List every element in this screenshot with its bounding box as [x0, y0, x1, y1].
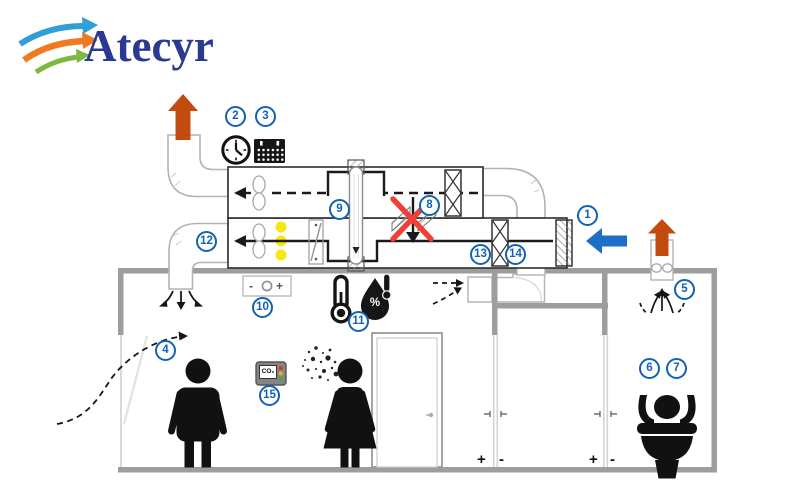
- control-knob: [261, 280, 273, 292]
- logo-swoosh-arrows: [18, 17, 98, 75]
- swoosh-blue-icon: [18, 23, 85, 47]
- supply-diffuser-arrows: [159, 290, 203, 310]
- badge-14: 14: [505, 244, 526, 265]
- toilet-icon: [637, 395, 697, 479]
- interior-door-right: [603, 335, 605, 467]
- roof-wall: [118, 268, 717, 274]
- right-wall: [711, 268, 717, 473]
- clock-icon: [221, 135, 251, 165]
- control-minus-label: -: [249, 279, 253, 293]
- badge-7: 7: [666, 358, 687, 379]
- badge-6: 6: [639, 358, 660, 379]
- aerosol-particles-icon: [302, 346, 339, 381]
- return-grille-icon: [467, 276, 493, 303]
- led-green: [278, 377, 283, 381]
- window-infiltration-arrow: [56, 331, 188, 425]
- pressure-plus-right: +: [589, 451, 598, 468]
- pressure-minus-left: -: [499, 451, 504, 468]
- supply-damper-icon: [308, 219, 324, 265]
- badge-11: 11: [348, 311, 369, 332]
- badge-12: 12: [196, 231, 217, 252]
- humidity-icon: [361, 273, 392, 320]
- logo-text: Atecyr: [84, 21, 214, 71]
- interior-partitions: [484, 268, 617, 467]
- extract-filter-icon: [444, 169, 462, 217]
- extract-fan-icon: [252, 175, 266, 211]
- outdoor-air-grille-icon: [555, 219, 573, 267]
- door-gap-markers: [484, 411, 617, 417]
- co2-sensor-label: CO₂: [261, 368, 275, 375]
- supply-fan-icon: [252, 223, 266, 259]
- woman-icon: [323, 358, 377, 468]
- rotary-heat-exchanger-icon: [347, 159, 365, 272]
- air-handling-unit: [159, 94, 627, 310]
- badge-4: 4: [155, 340, 176, 361]
- badge-5: 5: [674, 279, 695, 300]
- badge-13: 13: [470, 244, 491, 265]
- pressure-plus-left: +: [477, 451, 486, 468]
- exhaust-arrow-icon: [648, 219, 676, 256]
- door-icon: [371, 332, 443, 468]
- thermometer-icon: [330, 274, 352, 324]
- return-airflow-arrows: [432, 282, 458, 305]
- swoosh-green-icon: [34, 54, 79, 75]
- badge-10: 10: [252, 297, 273, 318]
- led-red: [278, 366, 283, 370]
- badge-3: 3: [255, 106, 276, 127]
- interior-door-left: [493, 335, 495, 467]
- led-yellow: [278, 371, 283, 376]
- floor-wall: [118, 467, 717, 473]
- return-elbow-top: [482, 167, 546, 219]
- calendar-icon: [254, 139, 285, 163]
- badge-2: 2: [225, 106, 246, 127]
- man-icon: [168, 358, 227, 468]
- exhaust-elbow-duct: [167, 134, 229, 198]
- partition-wall-left: [492, 268, 498, 335]
- badge-8: 8: [419, 195, 440, 216]
- badge-15: 15: [259, 385, 280, 406]
- intake-arrow-icon: [586, 228, 627, 254]
- exhaust-arrow-icon: [168, 94, 198, 140]
- pressure-minus-right: -: [610, 451, 615, 468]
- control-plus-label: +: [276, 279, 284, 293]
- dropped-ceiling: [492, 303, 608, 309]
- swoosh-orange-icon: [22, 37, 85, 63]
- humidity-percent-label: %: [369, 297, 381, 309]
- outdoor-filter-icon: [491, 219, 509, 267]
- toilet-exhaust-fan-icon: [639, 219, 685, 315]
- badge-9: 9: [329, 199, 350, 220]
- partition-wall-right: [602, 268, 608, 335]
- left-wall: [118, 268, 124, 335]
- badge-1: 1: [577, 205, 598, 226]
- wall-control-icon: [242, 275, 292, 297]
